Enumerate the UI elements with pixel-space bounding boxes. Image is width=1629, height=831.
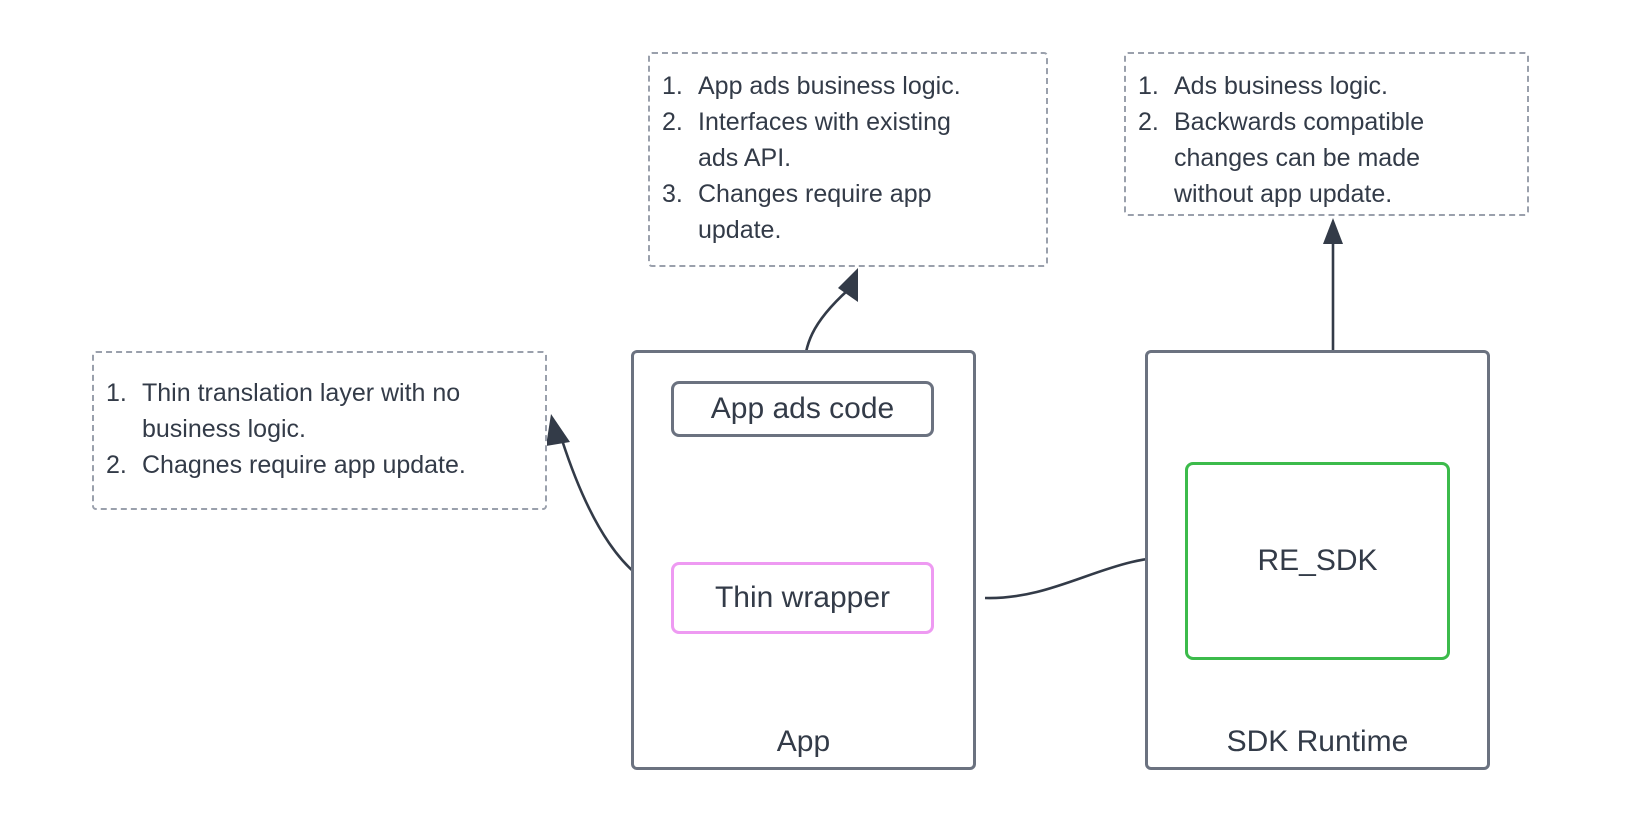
node-thin-wrapper-label: Thin wrapper	[714, 581, 891, 614]
annotation-list-item: Backwards compatible changes can be made…	[1138, 104, 1425, 208]
annotation-app-ads-code: App ads business logic. Interfaces with …	[648, 52, 1048, 267]
node-re-sdk-label: RE_SDK	[1257, 544, 1378, 577]
node-app-ads-code[interactable]: App ads code	[671, 381, 934, 437]
node-app-ads-code-label: App ads code	[710, 392, 895, 425]
annotation-list-item: Thin translation layer with no business …	[106, 375, 461, 443]
annotation-list-item: Changes require app update.	[662, 176, 932, 244]
container-app-label: App	[776, 725, 831, 758]
node-thin-wrapper[interactable]: Thin wrapper	[671, 562, 934, 634]
annotation-thin-wrapper-list: Thin translation layer with no business …	[106, 375, 535, 483]
annotation-thin-wrapper: Thin translation layer with no business …	[92, 351, 547, 510]
annotation-list-item: Ads business logic.	[1138, 68, 1389, 104]
annotation-list-item: Interfaces with existing ads API.	[662, 104, 951, 172]
annotation-re-sdk-list: Ads business logic. Backwards compatible…	[1138, 68, 1517, 212]
node-re-sdk[interactable]: RE_SDK	[1185, 462, 1450, 660]
annotation-list-item: App ads business logic.	[662, 68, 961, 104]
annotation-re-sdk: Ads business logic. Backwards compatible…	[1124, 52, 1529, 216]
annotation-list-item: Chagnes require app update.	[106, 447, 466, 483]
annotation-app-ads-code-list: App ads business logic. Interfaces with …	[662, 68, 1036, 248]
container-sdk-runtime-label: SDK Runtime	[1226, 725, 1409, 758]
